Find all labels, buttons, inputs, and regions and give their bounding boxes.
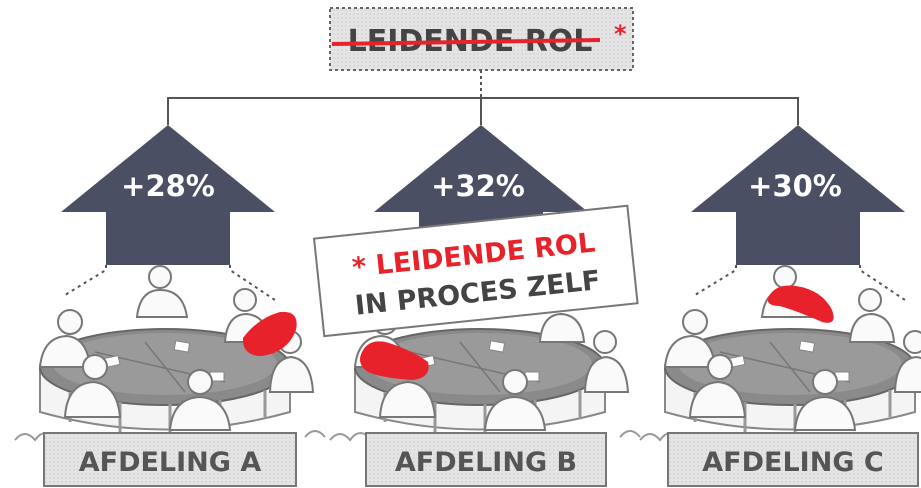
strike-through-line bbox=[331, 38, 601, 46]
label-afdeling-b: AFDELING B bbox=[365, 432, 607, 487]
arrow-afdeling-a: +28% bbox=[61, 125, 276, 301]
highlight-person-b bbox=[360, 341, 429, 380]
department-name-c: AFDELING C bbox=[702, 447, 883, 478]
meeting-table-a bbox=[13, 264, 327, 442]
arrow-label-b: +32% bbox=[431, 169, 525, 203]
label-afdeling-c: AFDELING C bbox=[667, 432, 919, 487]
connector-lines bbox=[167, 70, 799, 125]
highlight-person-c bbox=[767, 285, 834, 323]
department-name-a: AFDELING A bbox=[79, 447, 262, 478]
top-box-marker: * bbox=[614, 20, 627, 48]
department-name-b: AFDELING B bbox=[395, 447, 577, 478]
note-card: * LEIDENDE ROL IN PROCES ZELF bbox=[312, 204, 639, 338]
arrow-afdeling-c: +30% bbox=[691, 125, 906, 301]
label-afdeling-a: AFDELING A bbox=[43, 432, 297, 487]
leidende-rol-box: LEIDENDE ROL * bbox=[329, 7, 634, 71]
arrow-label-a: +28% bbox=[121, 169, 215, 203]
highlight-person-a bbox=[242, 311, 297, 356]
arrow-label-c: +30% bbox=[748, 169, 842, 203]
